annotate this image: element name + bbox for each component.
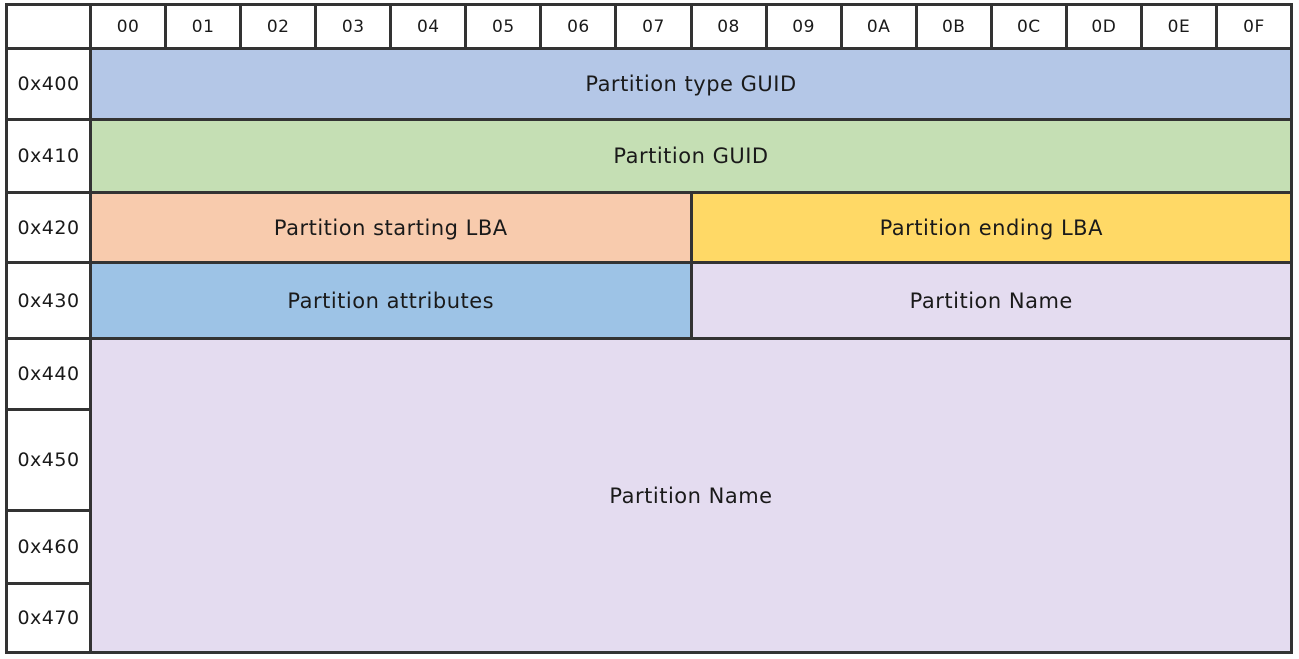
col-header-03: 03	[314, 3, 393, 50]
field-partition-type-guid: Partition type GUID	[89, 47, 1293, 121]
col-header-0E: 0E	[1139, 3, 1218, 50]
col-header-05: 05	[464, 3, 543, 50]
col-header-0A: 0A	[839, 3, 918, 50]
row-header-0x400: 0x400	[5, 47, 92, 121]
field-partition-name-main: Partition Name	[89, 337, 1293, 654]
row-header-0x450: 0x450	[5, 408, 92, 512]
row-0x400: 0x400 Partition type GUID	[5, 47, 1293, 121]
col-header-0B: 0B	[914, 3, 993, 50]
col-header-01: 01	[164, 3, 243, 50]
col-header-0D: 0D	[1064, 3, 1143, 50]
row-header-0x430: 0x430	[5, 261, 92, 340]
row-header-0x420: 0x420	[5, 191, 92, 264]
col-header-0F: 0F	[1214, 3, 1294, 50]
col-header-00: 00	[88, 3, 168, 50]
row-0x450: 0x450	[5, 408, 1292, 512]
field-partition-guid: Partition GUID	[89, 118, 1293, 194]
col-header-02: 02	[239, 3, 318, 50]
col-header-06: 06	[539, 3, 618, 50]
row-header-0x470: 0x470	[5, 582, 92, 654]
row-0x420: 0x420 Partition starting LBA Partition e…	[5, 191, 1293, 264]
col-header-07: 07	[614, 3, 693, 50]
row-0x410: 0x410 Partition GUID	[5, 118, 1293, 194]
row-0x440: 0x440 Partition Name	[5, 337, 1293, 654]
field-partition-attributes: Partition attributes	[89, 261, 693, 340]
row-header-0x410: 0x410	[5, 118, 92, 194]
col-header-08: 08	[689, 3, 768, 50]
byte-layout-table: 00 01 02 03 04 05 06 07 08 09 0A 0B 0C 0…	[5, 3, 1294, 654]
row-header-0x460: 0x460	[5, 509, 92, 585]
row-0x430: 0x430 Partition attributes Partition Nam…	[5, 261, 1293, 340]
field-partition-ending-lba: Partition ending LBA	[689, 191, 1293, 264]
row-0x460: 0x460	[5, 509, 1292, 585]
field-partition-name-upper: Partition Name	[689, 261, 1293, 340]
corner-cell	[5, 3, 92, 50]
col-header-09: 09	[764, 3, 843, 50]
col-header-04: 04	[389, 3, 468, 50]
column-header-row: 00 01 02 03 04 05 06 07 08 09 0A 0B 0C 0…	[5, 3, 1294, 50]
row-header-0x440: 0x440	[5, 337, 92, 411]
field-partition-starting-lba: Partition starting LBA	[89, 191, 693, 264]
col-header-0C: 0C	[989, 3, 1068, 50]
row-0x470: 0x470	[5, 582, 1292, 654]
